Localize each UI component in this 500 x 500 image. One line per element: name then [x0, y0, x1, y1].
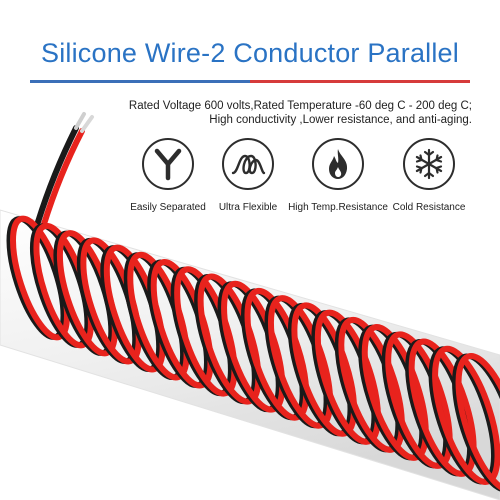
title-underline: [30, 80, 470, 83]
y-split-icon: [142, 138, 194, 190]
wire-loop: [405, 339, 473, 477]
wire-loop: [385, 331, 453, 469]
coil-loop-icon: [222, 138, 274, 190]
wire-loop: [10, 215, 70, 341]
wire-coils: [6, 215, 500, 493]
feature-label: High Temp.Resistance: [288, 202, 388, 213]
wire-loop: [197, 273, 262, 405]
wire-loop: [314, 309, 381, 445]
specs-text: Rated Voltage 600 volts,Rated Temperatur…: [52, 99, 472, 127]
wire-loop: [76, 237, 138, 364]
wire-loop: [170, 266, 233, 397]
specs-line-2: High conductivity ,Lower resistance, and…: [209, 114, 472, 126]
page-title: Silicone Wire-2 Conductor Parallel: [41, 38, 459, 68]
flame-icon: [312, 138, 364, 190]
feature-label: Easily Separated: [130, 202, 206, 213]
wire-loop: [432, 345, 500, 485]
feature-label: Cold Resistance: [392, 202, 466, 213]
wire-loop: [103, 244, 166, 373]
feature-ultra-flexible: Ultra Flexible: [198, 138, 298, 213]
wire-loop: [80, 237, 142, 365]
wire-loop: [123, 252, 186, 380]
feature-cold-resistance: Cold Resistance: [379, 138, 479, 213]
wire-loop: [334, 317, 401, 453]
wire-loop: [241, 288, 305, 421]
wire-loop: [287, 302, 353, 437]
wire-loop: [291, 302, 358, 437]
wire-loop: [311, 310, 377, 445]
wire-loop: [428, 346, 497, 485]
wire-loop: [100, 245, 162, 372]
wire-loop: [56, 230, 118, 357]
wire-loop: [6, 216, 66, 340]
wire-loop: [338, 316, 405, 453]
wire-loop: [264, 295, 329, 429]
wire-loop: [361, 324, 429, 461]
wire-loop: [244, 287, 310, 421]
wire-loop: [29, 223, 90, 348]
wire-loop: [381, 331, 449, 469]
wire-loop: [358, 324, 425, 461]
wire-loop: [33, 222, 94, 349]
wire-loop: [174, 266, 238, 397]
wire-loop: [217, 281, 281, 413]
wire-loop: [452, 353, 500, 493]
wire-loop: [221, 280, 286, 413]
wire-loop: [127, 251, 190, 381]
wire-loop: [267, 295, 334, 429]
wire-loop: [194, 274, 257, 405]
wire-loop: [147, 259, 210, 389]
specs-line-1: Rated Voltage 600 volts,Rated Temperatur…: [128, 100, 472, 112]
wire-loop: [408, 338, 477, 477]
wire-loop: [455, 353, 500, 493]
feature-label: Ultra Flexible: [218, 202, 278, 213]
feature-high-temp-resistance: High Temp.Resistance: [288, 138, 388, 213]
wire-loop: [53, 230, 114, 356]
feature-easily-separated: Easily Separated: [118, 138, 218, 213]
wire-loop: [150, 259, 214, 389]
snowflake-icon: [403, 138, 455, 190]
